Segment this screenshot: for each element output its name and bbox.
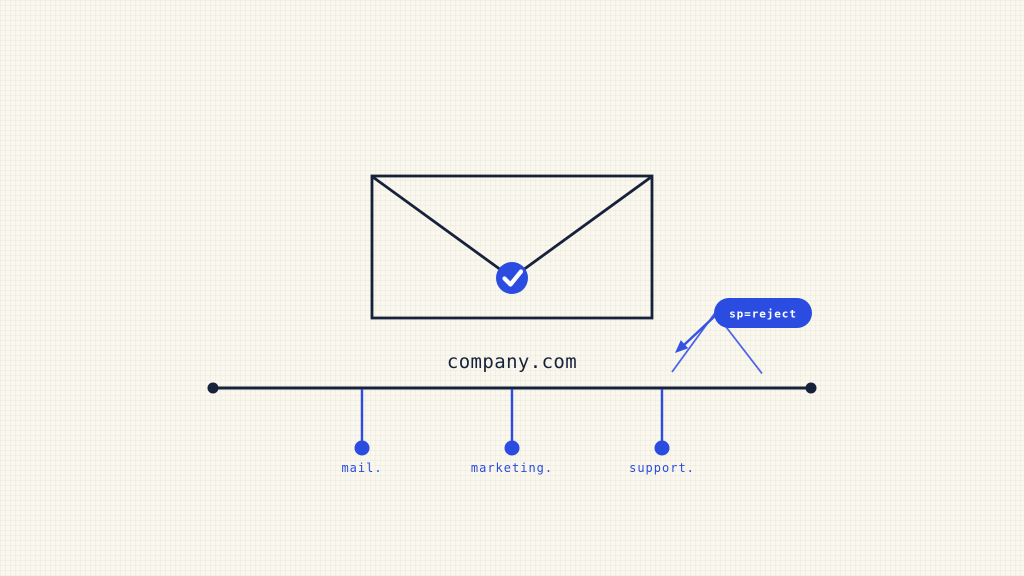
subdomain-label-support: support. <box>629 461 695 475</box>
timeline-endpoint-right <box>805 382 817 394</box>
envelope-flap <box>372 176 652 280</box>
subdomain-dot <box>354 440 370 456</box>
subdomain-dot <box>654 440 670 456</box>
subdomain-label-marketing: marketing. <box>471 461 553 475</box>
subdomain-dot <box>504 440 520 456</box>
subdomain-node-marketing: marketing. <box>471 389 553 475</box>
envelope-icon <box>370 174 654 320</box>
policy-badge: sp=reject <box>714 298 812 328</box>
check-mark <box>502 269 524 287</box>
reject-arrow-head <box>675 340 689 353</box>
check-circle <box>496 262 528 294</box>
policy-badge-pill <box>714 298 812 328</box>
subdomain-label-mail: mail. <box>341 461 382 475</box>
dns-timeline: mail. marketing. support. <box>207 382 817 475</box>
policy-badge-label: sp=reject <box>729 308 797 321</box>
envelope-outline <box>370 174 654 320</box>
reject-arrow-shaft <box>683 314 717 346</box>
domain-label: company.com <box>447 351 577 373</box>
timeline-endpoint-left <box>207 382 219 394</box>
reject-bounce-arrow <box>671 312 763 375</box>
check-icon <box>496 262 528 294</box>
bounce-leg-right <box>720 320 763 375</box>
subdomain-node-mail: mail. <box>341 389 382 475</box>
subdomain-node-support: support. <box>629 389 695 475</box>
